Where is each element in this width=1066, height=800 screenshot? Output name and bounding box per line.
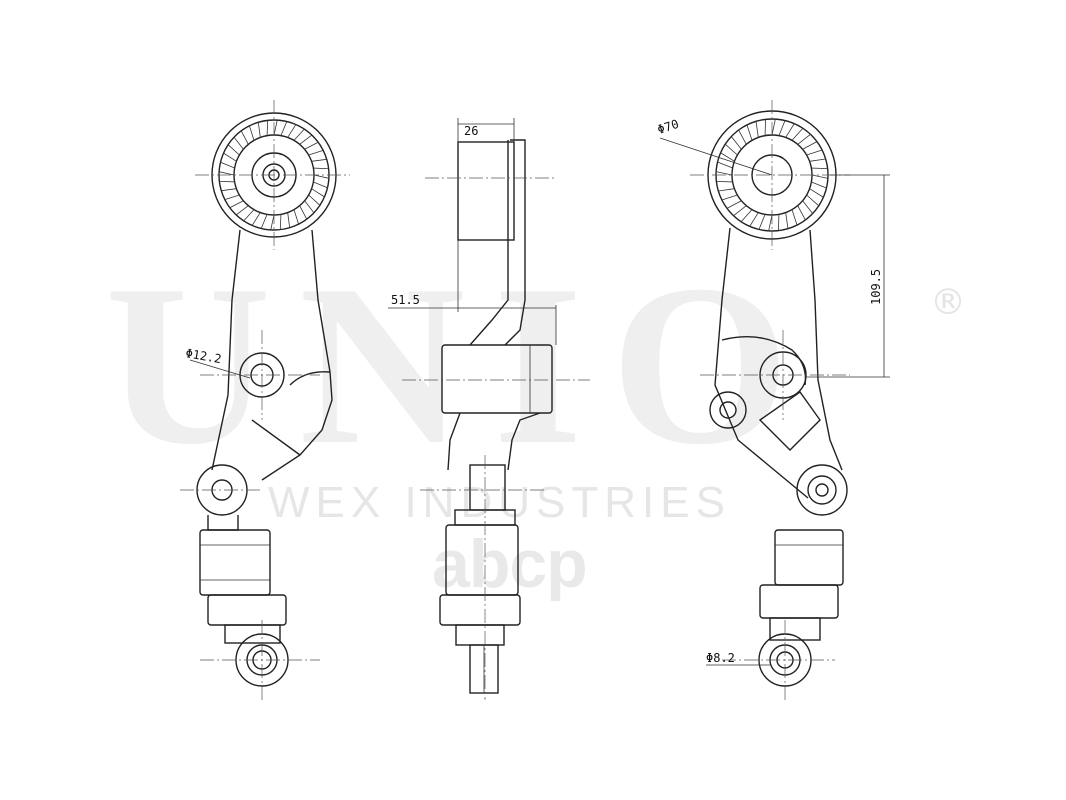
pulley-rib	[716, 181, 733, 183]
pulley-rib	[308, 194, 321, 206]
pulley-rib	[738, 129, 747, 145]
pulley-rib	[260, 214, 268, 229]
pulley-rib	[220, 161, 235, 169]
pulley-rib	[811, 174, 828, 179]
pulley-rib	[240, 130, 249, 145]
pulley-rib	[797, 205, 806, 221]
pulley-rib	[235, 205, 249, 216]
pulley-rib	[720, 152, 735, 162]
pulley-rib	[731, 136, 742, 150]
pulley-rib	[249, 125, 255, 141]
pulley-rib	[233, 136, 244, 150]
pulley-rib	[768, 214, 773, 231]
site-watermark: abcp	[432, 526, 588, 602]
pulley-rib	[740, 209, 753, 222]
pulley-rib	[721, 194, 738, 201]
left-view	[180, 100, 350, 700]
pulley-rib	[811, 181, 827, 189]
pulley-rib	[270, 214, 275, 230]
pulley-rib	[764, 119, 766, 136]
pulley-rib	[251, 212, 261, 226]
pulley-rib	[811, 167, 828, 169]
pulley-rib	[755, 121, 759, 138]
dim-center-distance: 109.5	[869, 269, 883, 305]
pulley-rib	[293, 209, 299, 225]
pulley-rib	[273, 120, 278, 136]
pulley-rib	[279, 214, 282, 230]
pulley-rib	[299, 205, 308, 220]
pulley-rib	[219, 180, 235, 183]
pulley-rib	[806, 149, 823, 156]
dim-bore-top: Φ12.2	[184, 346, 222, 366]
pulley-rib	[809, 188, 824, 198]
pulley-rib	[313, 181, 328, 189]
pulley-rib	[223, 152, 237, 162]
pulley-rib	[726, 200, 742, 209]
pulley-rib	[806, 194, 819, 207]
pulley-rib	[287, 212, 291, 228]
pulley-rib	[257, 122, 261, 138]
pulley-rib	[733, 205, 747, 216]
pulley-rib	[313, 167, 329, 170]
pulley-rib	[299, 134, 313, 145]
middle-view	[388, 118, 590, 700]
dim-pulley-diameter: Φ70	[656, 117, 681, 137]
pulley-rib	[749, 212, 759, 227]
dim-bore-bottom: Φ8.2	[706, 651, 735, 665]
pulley-rib	[313, 174, 329, 179]
pulley-rib	[229, 200, 244, 209]
brand-watermark: UNIO	[105, 237, 818, 492]
pulley-rib	[802, 141, 818, 150]
pulley-rib	[725, 143, 738, 156]
pulley-rib	[304, 141, 319, 150]
dim-offset: 51.5	[391, 293, 420, 307]
pulley-rib	[785, 123, 795, 138]
pulley-rib	[791, 209, 798, 226]
pulley-rib	[716, 171, 733, 176]
pulley-rib	[802, 200, 813, 214]
pulley-rib	[219, 171, 235, 176]
registered-mark: ®	[930, 282, 966, 323]
pulley-rib	[243, 209, 255, 222]
pulley-rib	[809, 158, 826, 162]
pulley-rib	[224, 194, 240, 200]
pulley-rib	[746, 124, 753, 141]
pulley-rib	[293, 128, 305, 141]
pulley-rib	[287, 124, 297, 138]
pulley-rib	[717, 161, 733, 169]
pulley-rib	[311, 188, 325, 198]
pulley-rib	[221, 188, 237, 192]
pulley-rib	[308, 150, 324, 156]
pulley-rib	[311, 158, 327, 162]
pulley-rib	[797, 134, 811, 145]
pulley-rib	[785, 212, 789, 229]
dim-width: 26	[464, 124, 478, 138]
pulley-rib	[771, 119, 776, 136]
pulley-rib	[778, 214, 780, 231]
company-watermark: WEX INDUSTRIES	[268, 478, 731, 527]
pulley-rib	[266, 120, 269, 136]
pulley-rib	[718, 188, 735, 192]
pulley-rib	[791, 128, 804, 141]
pulley-rib	[280, 121, 288, 136]
pulley-rib	[758, 214, 766, 230]
pulley-rib	[227, 144, 240, 156]
pulley-rib	[304, 200, 315, 214]
pulley-rib	[778, 120, 786, 136]
right-view	[659, 100, 890, 700]
